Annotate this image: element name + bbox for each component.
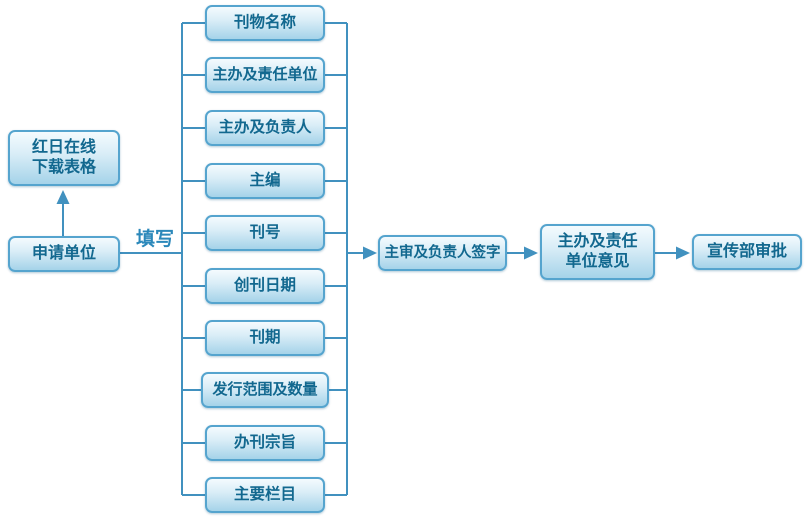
arrowhead-right-icon (676, 246, 690, 260)
node-reviewer-signature: 主审及负责人签字 (378, 235, 507, 271)
node-field-publication-period: 刊期 (205, 320, 325, 356)
opinion-to-approve-arrow (655, 246, 690, 260)
node-field-chief-editor: 主编 (205, 163, 325, 199)
arrowhead-right-icon (363, 246, 377, 260)
node-field-sponsor-person-in-charge: 主办及负责人 (205, 110, 325, 146)
fields-to-sign-arrow (347, 246, 377, 260)
apply-to-download-arrow (56, 190, 70, 236)
node-field-publication-name: 刊物名称 (205, 5, 325, 41)
sign-to-opinion-arrow (507, 246, 538, 260)
node-field-publication-purpose: 办刊宗旨 (205, 425, 325, 461)
node-download-form: 红日在线 下载表格 (8, 130, 120, 186)
node-field-main-columns: 主要栏目 (205, 477, 325, 513)
arrowhead-up-icon (56, 190, 70, 204)
node-field-issue-number: 刊号 (205, 215, 325, 251)
edge-label-fill: 填写 (135, 229, 174, 250)
node-field-sponsor-responsible-unit: 主办及责任单位 (205, 57, 325, 93)
node-applicant-unit: 申请单位 (8, 236, 120, 272)
node-sponsor-unit-opinion: 主办及责任 单位意见 (540, 224, 655, 280)
arrowhead-right-icon (524, 246, 538, 260)
node-propaganda-dept-approval: 宣传部审批 (692, 234, 802, 270)
node-field-distribution-scope-quantity: 发行范围及数量 (201, 372, 329, 408)
node-field-first-issue-date: 创刊日期 (205, 268, 325, 304)
